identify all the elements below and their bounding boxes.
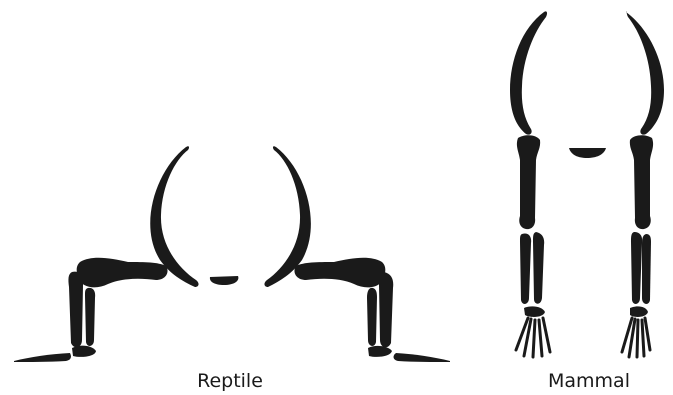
mammal-left-radius (520, 233, 531, 303)
reptile-left-ulna (85, 288, 95, 346)
reptile-label: Reptile (160, 370, 300, 392)
reptile-left-wrist (72, 346, 96, 357)
mammal-left-ulna (533, 232, 544, 304)
reptile-right-ulna (367, 288, 377, 346)
mammal-left-wrist (524, 306, 545, 317)
mammal-right-humerus (630, 135, 653, 229)
mammal-right-radius (631, 232, 642, 304)
mammal-right-wrist (630, 306, 648, 317)
reptile-left-humerus (77, 258, 168, 288)
reptile-left-foot (14, 353, 71, 362)
reptile-right-foot (394, 353, 450, 362)
mammal-right-rib (626, 11, 664, 134)
mammal-left-rib (510, 11, 547, 134)
reptile-right-wrist (368, 346, 392, 357)
reptile-right-radius (379, 272, 393, 347)
reptile-left-radius (68, 272, 83, 348)
reptile-sternum (210, 276, 238, 285)
reptile-skeleton (14, 146, 450, 362)
mammal-left-hand (516, 318, 550, 357)
mammal-right-ulna (642, 234, 651, 304)
mammal-right-hand (622, 318, 650, 357)
mammal-label: Mammal (519, 370, 659, 392)
mammal-left-humerus (517, 135, 540, 229)
reptile-right-humerus (294, 258, 385, 288)
mammal-sternum (569, 148, 606, 158)
mammal-skeleton (510, 11, 664, 357)
